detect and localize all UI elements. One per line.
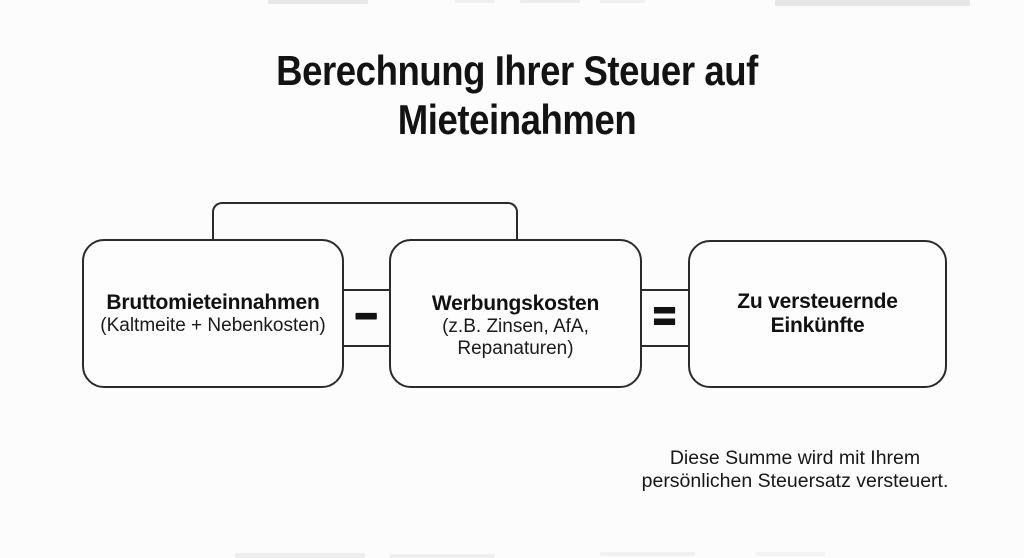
box-bruttomieteinnahmen: Bruttomieteinnahmen (Kaltmeite + Nebenko… [82,239,344,388]
edge-artifact [600,552,695,556]
connector-equals: = [640,289,689,347]
equals-operator-icon: = [652,291,677,339]
grouping-bracket [212,202,518,242]
edge-artifact [775,0,970,6]
edge-artifact [235,553,365,558]
box-subtitle: (Kaltmeite + Nebenkosten) [100,314,326,336]
box-zu-versteuernde-einkuenfte: Zu versteuernde Einkünfte [688,240,947,388]
box-title: Bruttomieteinnahmen [106,290,320,314]
box-title: Werbungskosten [431,291,600,315]
page-title: Berechnung Ihrer Steuer auf Mieteinahmen [72,46,963,144]
connector-minus: − [342,289,390,347]
box-title-line-1: Zu versteuernde [737,290,898,313]
box-title-line-2: Einkünfte [770,314,865,337]
box-subtitle-line-2: Repanaturen) [457,337,574,359]
page-title-line-2: Mieteinahmen [397,96,637,143]
minus-operator-icon: − [353,291,379,339]
edge-artifact [600,0,645,3]
edge-artifact [390,554,495,558]
footnote: Diese Summe wird mit Ihrem persönlichen … [600,447,990,493]
box-werbungskosten: Werbungskosten (z.B. Zinsen, AfA, Repana… [389,239,642,388]
edge-artifact [520,0,580,3]
page-title-line-1: Berechnung Ihrer Steuer auf [276,47,758,94]
edge-artifact [755,552,825,556]
footnote-line-1: Diese Summe wird mit Ihrem [669,447,921,469]
footnote-line-2: persönlichen Steuersatz versteuert. [641,470,949,492]
box-subtitle-line-1: (z.B. Zinsen, AfA, [442,315,589,337]
edge-artifact [455,0,495,3]
edge-artifact [268,0,368,4]
